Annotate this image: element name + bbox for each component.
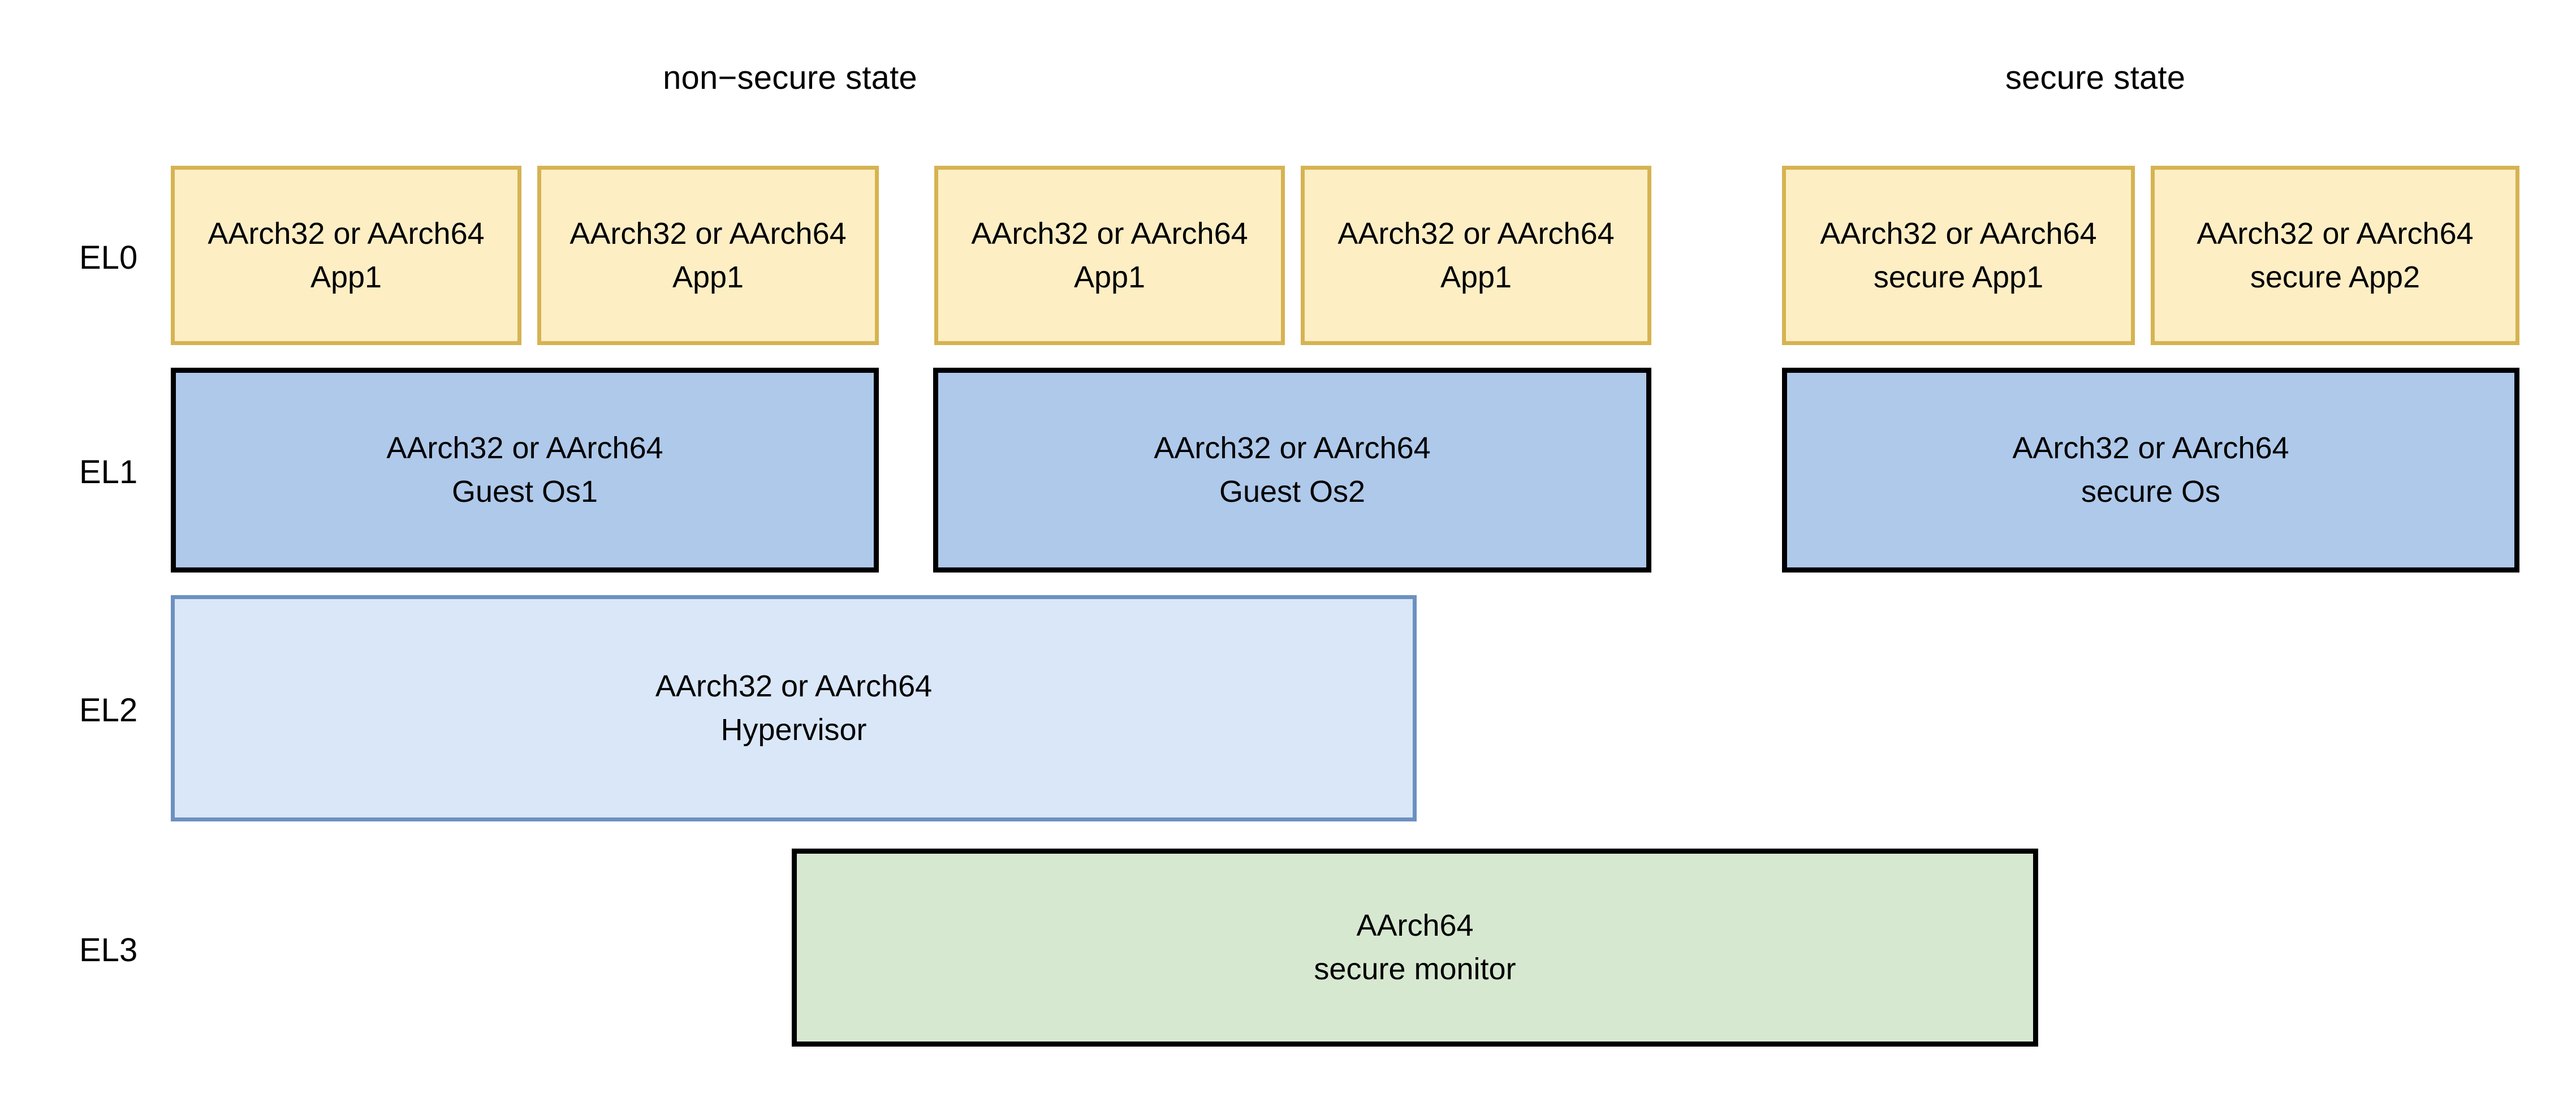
el0-app-box-3-name: App1	[1073, 260, 1146, 294]
el0-secure-app-box-1[interactable]: AArch32 or AArch64 secure App1	[1782, 166, 2135, 345]
el0-secure-app-box-2-name: secure App2	[2250, 260, 2420, 294]
el0-secure-app-box-2[interactable]: AArch32 or AArch64 secure App2	[2151, 166, 2519, 345]
el1-guest-os-box-1-name: Guest Os1	[451, 475, 598, 509]
el3-secure-monitor-box[interactable]: AArch64 secure monitor	[792, 849, 2038, 1047]
el0-app-box-4-name: App1	[1440, 260, 1512, 294]
exception-level-label-el1: EL1	[79, 454, 138, 490]
secure-state-heading: secure state	[2005, 59, 2186, 96]
el1-guest-os-box-1-arch: AArch32 or AArch64	[386, 431, 663, 466]
el0-secure-app-box-2-arch: AArch32 or AArch64	[2197, 216, 2474, 251]
el1-guest-os-box-1[interactable]: AArch32 or AArch64 Guest Os1	[171, 368, 879, 573]
el0-secure-app-box-1-arch: AArch32 or AArch64	[1820, 216, 2097, 251]
non-secure-state-heading: non−secure state	[663, 59, 917, 96]
el1-guest-os-box-2-name: Guest Os2	[1219, 475, 1366, 509]
el0-app-box-3[interactable]: AArch32 or AArch64 App1	[934, 166, 1285, 345]
exception-level-label-el2: EL2	[79, 692, 138, 729]
el2-hypervisor-box-name: Hypervisor	[720, 713, 867, 747]
el0-app-box-2-arch: AArch32 or AArch64	[569, 216, 847, 251]
el1-secure-os-box-arch: AArch32 or AArch64	[2012, 431, 2289, 466]
el0-app-box-4-arch: AArch32 or AArch64	[1337, 216, 1615, 251]
el0-app-box-1-arch: AArch32 or AArch64	[208, 216, 485, 251]
el0-secure-app-box-1-name: secure App1	[1873, 260, 2044, 294]
el1-secure-os-box[interactable]: AArch32 or AArch64 secure Os	[1782, 368, 2519, 573]
el1-guest-os-box-2[interactable]: AArch32 or AArch64 Guest Os2	[933, 368, 1651, 573]
el0-app-box-3-arch: AArch32 or AArch64	[971, 216, 1248, 251]
el0-app-box-2-name: App1	[672, 260, 744, 294]
el3-secure-monitor-box-arch: AArch64	[1356, 909, 1474, 943]
el2-hypervisor-box-arch: AArch32 or AArch64	[655, 669, 933, 704]
el0-app-box-4[interactable]: AArch32 or AArch64 App1	[1301, 166, 1651, 345]
el3-secure-monitor-box-name: secure monitor	[1314, 952, 1516, 986]
el0-app-box-1[interactable]: AArch32 or AArch64 App1	[171, 166, 521, 345]
el1-secure-os-box-name: secure Os	[2081, 475, 2221, 509]
exception-level-label-el0: EL0	[79, 239, 138, 276]
el0-app-box-2[interactable]: AArch32 or AArch64 App1	[537, 166, 879, 345]
el1-guest-os-box-2-arch: AArch32 or AArch64	[1154, 431, 1431, 466]
el0-app-box-1-name: App1	[310, 260, 382, 294]
el2-hypervisor-box[interactable]: AArch32 or AArch64 Hypervisor	[171, 595, 1417, 821]
exception-level-label-el3: EL3	[79, 932, 138, 969]
